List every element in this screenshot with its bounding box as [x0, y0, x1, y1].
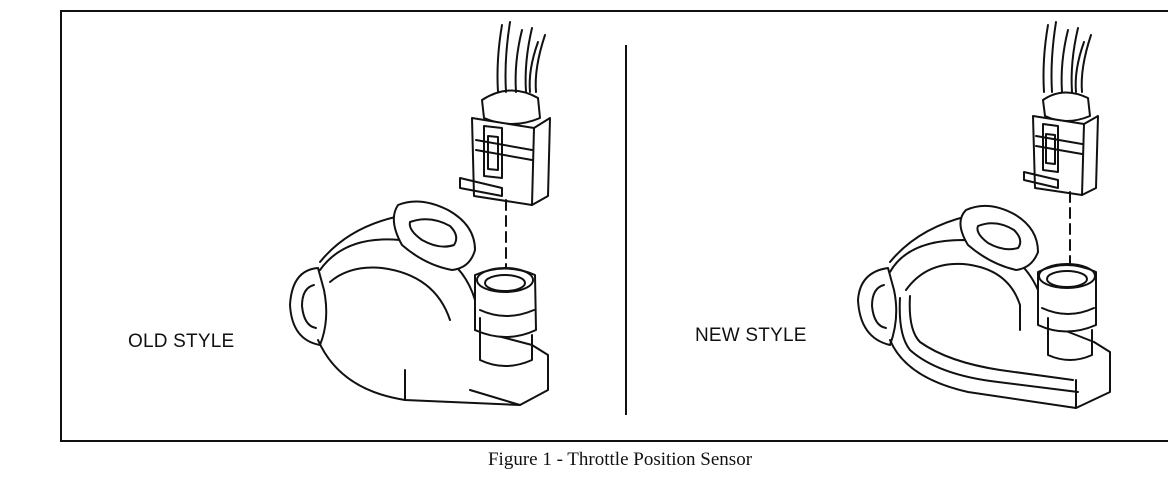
- old-style-sensor-illustration: [270, 0, 570, 430]
- sensor-body: [858, 206, 1110, 408]
- wire-harness: [498, 22, 546, 92]
- panel-divider: [625, 45, 627, 415]
- figure-frame: [60, 10, 1168, 442]
- electrical-connector: [1024, 92, 1098, 195]
- new-style-label: NEW STYLE: [695, 325, 807, 346]
- new-style-sensor-illustration: [848, 0, 1148, 430]
- sensor-body: [290, 201, 548, 405]
- wire-harness: [1044, 22, 1092, 92]
- figure-caption: Figure 1 - Throttle Position Sensor: [487, 449, 753, 470]
- electrical-connector: [460, 90, 550, 205]
- old-style-label: OLD STYLE: [128, 331, 235, 352]
